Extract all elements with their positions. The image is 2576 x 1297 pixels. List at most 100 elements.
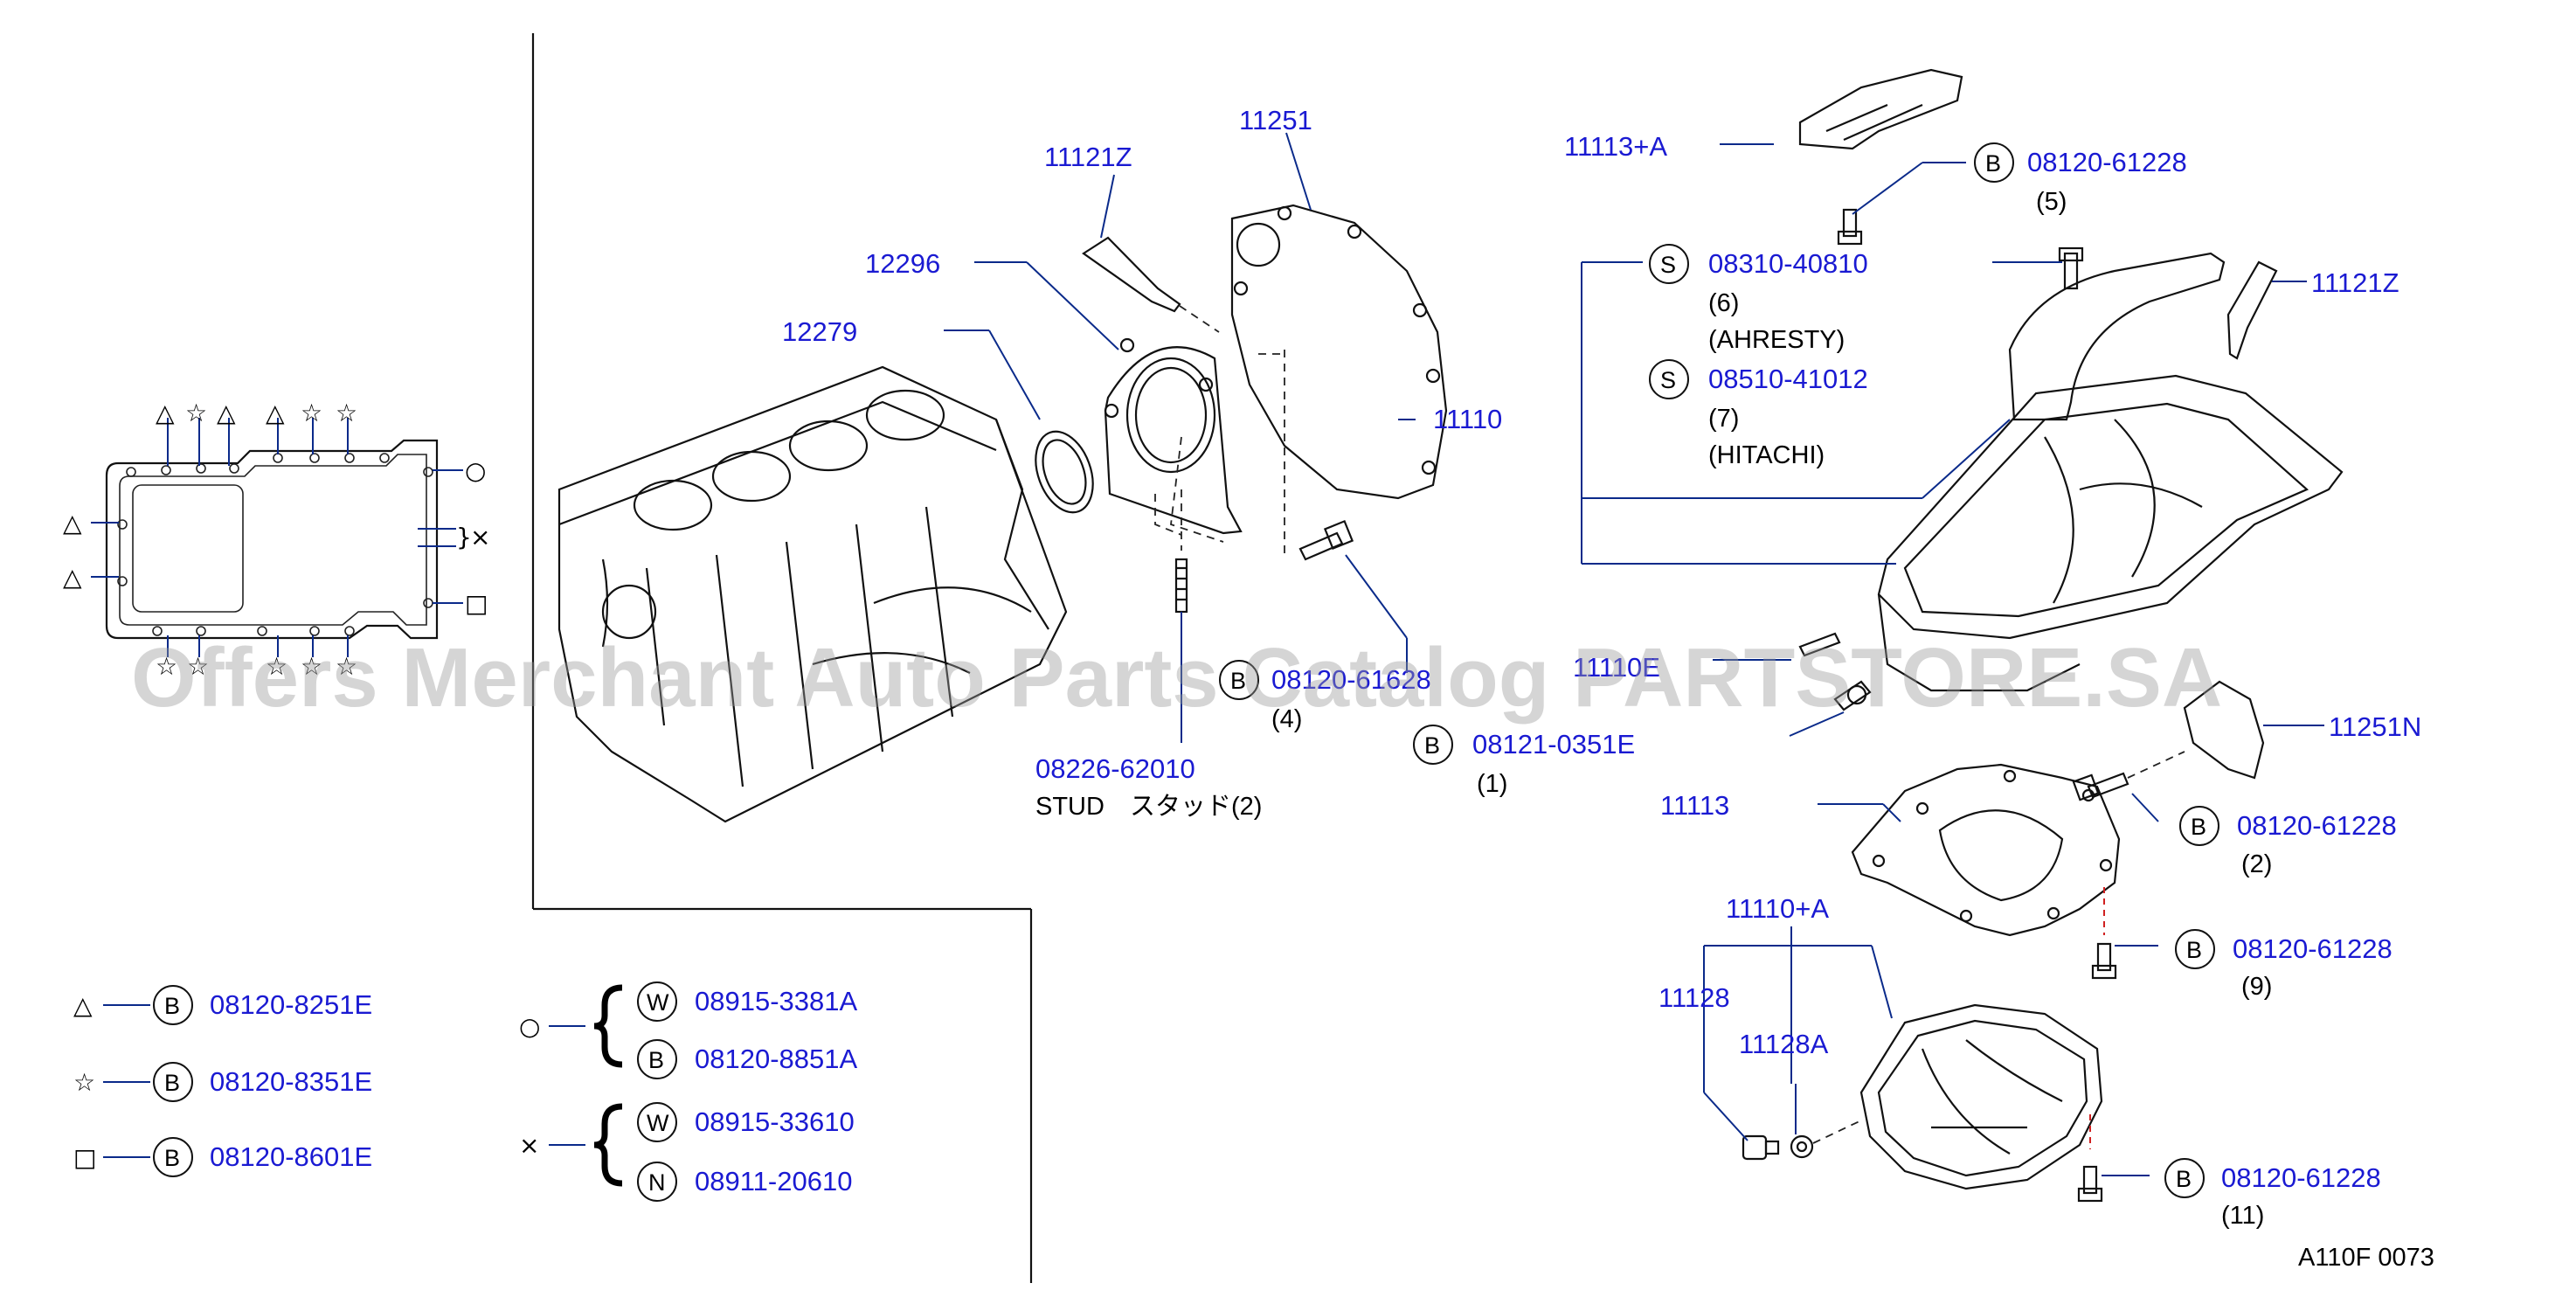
- svg-text:08120-61228: 08120-61228: [2237, 810, 2397, 841]
- svg-text:B: B: [648, 1047, 664, 1073]
- callout-11128[interactable]: 11128: [1658, 982, 1730, 1013]
- engine-block-drawing: [557, 365, 1068, 823]
- svg-text:B: B: [164, 1070, 180, 1096]
- cover-plate-11251n-drawing: [2183, 680, 2265, 780]
- frame-lines: [531, 33, 1033, 1283]
- callout-11251n[interactable]: 11251N: [2329, 711, 2421, 742]
- svg-text:B: B: [2186, 937, 2202, 963]
- callout-11110e[interactable]: 11110E: [1573, 652, 1660, 683]
- callout-11251[interactable]: 11251: [1239, 105, 1312, 135]
- stud-note: STUD スタッド(2): [1035, 793, 1262, 821]
- bolt-callout-7[interactable]: S 08510-41012 (7) (HITACHI): [1649, 359, 1868, 469]
- bolt-callout-2[interactable]: B 08120-61228 (2): [2179, 806, 2397, 878]
- baffle-plate-11113-drawing: [1851, 763, 2121, 937]
- legend-cross-group[interactable]: × W 08915-33610 N 08911-20610: [519, 1102, 855, 1202]
- svg-text:W: W: [647, 989, 669, 1016]
- bolt-callout-6[interactable]: S 08310-40810 (6) (AHRESTY): [1649, 244, 1868, 354]
- svg-text:08121-0351E: 08121-0351E: [1472, 729, 1635, 759]
- bolt-11110e-drawing: [1798, 632, 1872, 711]
- svg-text:W: W: [647, 1110, 669, 1136]
- sealant-tube-left-drawing: [1082, 236, 1181, 313]
- cross-mark: ×: [470, 523, 490, 551]
- circle-mark: ○: [465, 456, 486, 485]
- svg-text:08120-8851A: 08120-8851A: [695, 1044, 857, 1074]
- svg-text:(4): (4): [1271, 705, 1302, 733]
- stud-drawing: [1174, 558, 1188, 614]
- svg-text:(HITACHI): (HITACHI): [1708, 441, 1825, 469]
- callout-11113[interactable]: 11113: [1660, 790, 1729, 821]
- svg-text:B: B: [1985, 150, 2001, 177]
- callout-11110[interactable]: 11110: [1433, 404, 1502, 434]
- bolt-callout-5[interactable]: B 08120-61228 (5): [1974, 142, 2187, 216]
- svg-text:N: N: [648, 1169, 666, 1196]
- svg-text:(7): (7): [1708, 405, 1739, 433]
- svg-text:☆: ☆: [73, 1068, 95, 1097]
- svg-text:08911-20610: 08911-20610: [695, 1166, 852, 1196]
- baffle-plate-11113a-drawing: [1798, 68, 1963, 150]
- svg-text:08310-40810: 08310-40810: [1708, 248, 1868, 279]
- callout-11113a[interactable]: 11113+A: [1564, 131, 1667, 162]
- svg-text:×: ×: [519, 1131, 539, 1160]
- callout-11110a[interactable]: 11110+A: [1726, 893, 1829, 924]
- bolt-callout-11[interactable]: B 08120-61228 (11): [2164, 1158, 2381, 1230]
- legend-triangle[interactable]: △ B 08120-8251E: [73, 985, 372, 1025]
- star-mark: ☆: [185, 399, 207, 427]
- bolt-2-drawing: [2072, 772, 2129, 801]
- svg-text:○: ○: [519, 1012, 540, 1041]
- oil-pan-upper-11110-drawing: [1877, 374, 2344, 692]
- svg-text:08120-8601E: 08120-8601E: [210, 1141, 372, 1172]
- bolt-9-drawing: [2091, 942, 2117, 980]
- star-mark: ☆: [336, 652, 357, 681]
- svg-text:(1): (1): [1477, 770, 1507, 798]
- star-mark: ☆: [266, 652, 287, 681]
- svg-text:(2): (2): [2241, 850, 2272, 878]
- star-mark: ☆: [187, 652, 209, 681]
- bolt-11-drawing: [2077, 1165, 2103, 1203]
- svg-text:08915-33610: 08915-33610: [695, 1106, 855, 1137]
- star-mark: ☆: [336, 399, 357, 427]
- bolt-61628-drawing: [1298, 519, 1354, 561]
- svg-text:08120-61228: 08120-61228: [2027, 147, 2187, 177]
- legend-star[interactable]: ☆ B 08120-8351E: [73, 1062, 372, 1102]
- svg-text:(11): (11): [2221, 1202, 2264, 1230]
- svg-text:B: B: [164, 1145, 180, 1171]
- callout-12279[interactable]: 12279: [782, 316, 857, 347]
- svg-text:08120-8251E: 08120-8251E: [210, 989, 372, 1020]
- drain-plug-drawing: [1742, 1134, 1814, 1161]
- svg-text:08120-61628: 08120-61628: [1271, 664, 1431, 695]
- triangle-mark: △: [266, 399, 285, 427]
- legend-square[interactable]: □ B 08120-8601E: [73, 1137, 372, 1177]
- square-mark: □: [465, 589, 488, 618]
- callout-12296[interactable]: 12296: [865, 248, 940, 279]
- callout-11121z-right[interactable]: 11121Z: [2311, 267, 2399, 298]
- bolt-5-drawing: [1837, 208, 1863, 246]
- star-mark: ☆: [156, 652, 177, 681]
- legend-circle-group[interactable]: ○ W 08915-3381A B 08120-8851A: [519, 981, 857, 1079]
- bolt-2-dash: [2127, 751, 2185, 779]
- bolt-pattern-diagram: △ ☆ △ △ ☆ ☆ △ △ ○ } × □ ☆ ☆ ☆ ☆ ☆: [63, 399, 490, 681]
- assembly-dash-lines: [1154, 305, 1285, 559]
- bolt-callouts: B 08120-61228 (5) S 08310-40810 (6) (AHR…: [1219, 142, 2397, 1230]
- svg-text:B: B: [1424, 732, 1440, 759]
- svg-text:(9): (9): [2241, 973, 2272, 1001]
- svg-text:□: □: [73, 1143, 96, 1172]
- rear-plate-gasket-drawing: [1230, 204, 1448, 500]
- sealant-tube-right-drawing: [2226, 260, 2278, 360]
- oil-pan-lower-drawing: [1859, 1003, 2103, 1190]
- leader-lines: [944, 132, 2324, 1176]
- svg-text:B: B: [2176, 1166, 2192, 1192]
- svg-text:(6): (6): [1708, 289, 1739, 317]
- svg-text:(5): (5): [2036, 188, 2067, 216]
- diagram-code: A110F 0073: [2298, 1244, 2434, 1272]
- callout-08226-62010[interactable]: 08226-62010: [1035, 753, 1195, 784]
- svg-text:B: B: [2191, 814, 2206, 840]
- callout-11128a[interactable]: 11128A: [1739, 1029, 1829, 1059]
- bolt-callout-4[interactable]: B 08120-61628 (4): [1219, 660, 1431, 733]
- callout-11121z-left[interactable]: 11121Z: [1044, 142, 1132, 172]
- gasket-strip-drawing: [2008, 252, 2226, 421]
- svg-text:08120-61228: 08120-61228: [2233, 933, 2392, 964]
- bolt-callout-9[interactable]: B 08120-61228 (9): [2175, 929, 2392, 1001]
- bolt-callout-1[interactable]: B 08121-0351E (1): [1413, 725, 1635, 798]
- gasket-bolt-holes: [117, 453, 433, 636]
